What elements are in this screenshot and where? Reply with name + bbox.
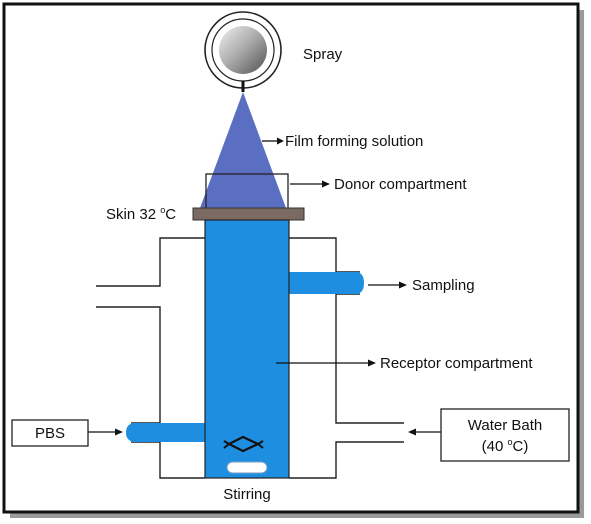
pointer-arrows	[88, 137, 441, 436]
sampling-label: Sampling	[412, 277, 475, 294]
stir-bar-icon	[223, 435, 268, 474]
water-bath-temp: (40 oC)	[482, 437, 529, 455]
skin-membrane	[192, 207, 305, 221]
pbs-label: PBS	[35, 425, 65, 442]
water-bath-label: Water Bath	[468, 417, 542, 434]
receptor-label: Receptor compartment	[380, 355, 533, 372]
donor-label: Donor compartment	[334, 176, 467, 193]
spray-cone	[200, 92, 286, 208]
film-label: Film forming solution	[285, 133, 423, 150]
receptor-liquid	[126, 220, 364, 478]
pbs-box	[11, 419, 89, 447]
skin-label: Skin 32 oC	[106, 205, 176, 223]
stirring-label: Stirring	[223, 486, 271, 503]
receptor-compartment	[204, 219, 290, 479]
spray-nozzle-icon	[204, 11, 282, 92]
spray-label: Spray	[303, 46, 343, 63]
water-bath-box	[440, 408, 570, 462]
